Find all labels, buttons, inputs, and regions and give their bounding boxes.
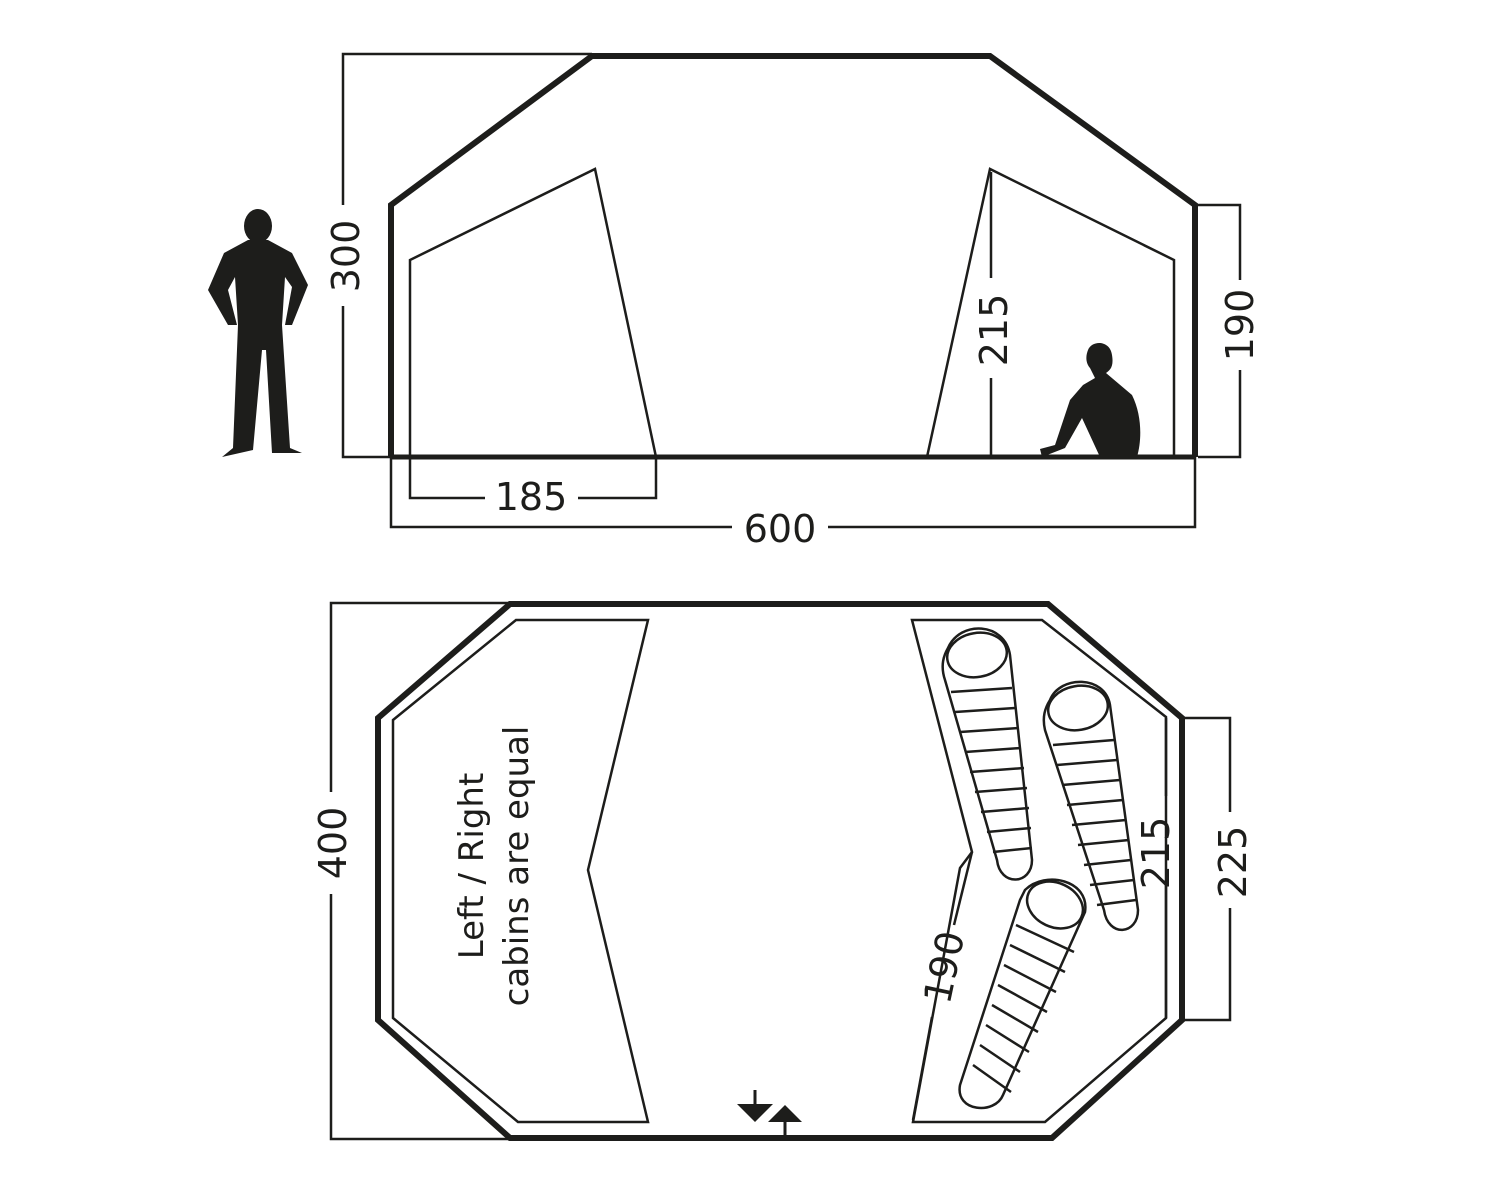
dim-600-line-left <box>389 457 732 529</box>
dim-190-line-lower <box>1198 370 1242 459</box>
right-cabin-side <box>925 167 1176 458</box>
dim-300-line <box>341 52 592 205</box>
dim-400-line-lower <box>329 894 510 1141</box>
floor-plan <box>329 601 1232 1141</box>
sitting-person-icon <box>1040 343 1141 457</box>
dim-label-400: 400 <box>311 807 355 880</box>
dim-300-line-lower <box>341 306 391 459</box>
cabin-note-line1: Left / Right <box>452 773 492 960</box>
sleeping-bag-2 <box>1042 680 1140 932</box>
tent-outline-side <box>388 53 1198 457</box>
left-cabin-side <box>408 167 658 458</box>
cabin-note-line2: cabins are equal <box>497 726 537 1007</box>
dim-400-line-upper <box>329 601 510 792</box>
dim-190-line <box>1198 203 1242 280</box>
side-view <box>341 52 1242 529</box>
dim-190-plan-line-lower <box>911 1016 934 1121</box>
sleeping-bag-1 <box>941 627 1034 881</box>
dim-225-line-lower <box>1185 908 1232 1022</box>
dim-label-225: 225 <box>1211 826 1255 899</box>
dim-label-190-side: 190 <box>1218 289 1262 362</box>
standing-person-icon <box>208 209 308 457</box>
dim-190-plan-line-upper <box>952 851 974 926</box>
dim-label-600: 600 <box>744 507 817 551</box>
dim-label-215-plan: 215 <box>1134 817 1178 890</box>
dim-185-line-right <box>578 457 658 500</box>
tent-outline-plan <box>375 601 1185 1141</box>
dim-label-185: 185 <box>495 475 568 519</box>
dim-600-line-right <box>828 457 1197 529</box>
entrance-arrows-icon <box>737 1090 802 1138</box>
dim-label-300: 300 <box>324 220 368 293</box>
left-cabin-plan <box>391 618 650 1124</box>
dim-label-190-plan: 190 <box>915 927 973 1007</box>
sleeping-bag-3 <box>958 878 1087 1110</box>
dim-225-line-upper <box>1185 716 1232 812</box>
dim-185-line-left <box>408 457 485 500</box>
right-cabin-plan <box>910 618 1168 1124</box>
dim-label-215-side: 215 <box>972 294 1016 367</box>
